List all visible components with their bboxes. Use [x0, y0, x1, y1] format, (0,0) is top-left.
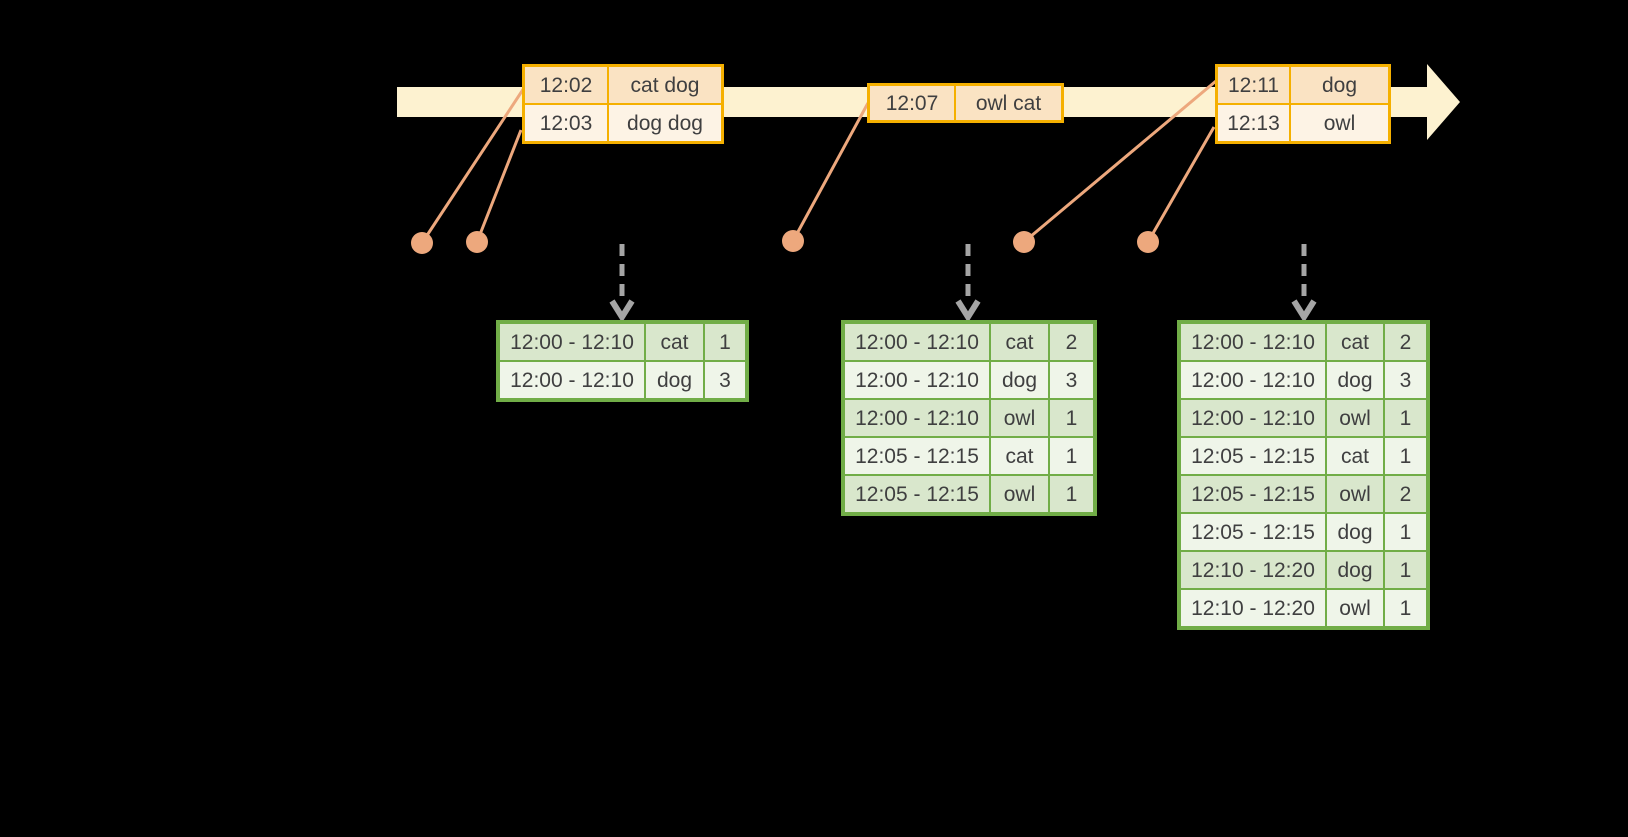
- table-cell: 2: [1385, 476, 1426, 512]
- table-cell: cat: [646, 324, 703, 360]
- table-cell: owl: [991, 400, 1048, 436]
- table-cell: cat: [1327, 438, 1383, 474]
- event-dot: [782, 230, 804, 252]
- table-cell: 12:02: [525, 67, 607, 103]
- connector-lines: [420, 79, 1217, 244]
- table-cell: owl: [1327, 590, 1383, 626]
- table-cell: dog: [991, 362, 1048, 398]
- connector-line: [791, 102, 870, 242]
- table-cell: 1: [1050, 476, 1093, 512]
- connector-line: [1146, 126, 1216, 243]
- table-cell: 3: [1385, 362, 1426, 398]
- connector-line: [475, 129, 523, 243]
- event-dot: [1137, 231, 1159, 253]
- table-cell: 12:05 - 12:15: [845, 438, 989, 474]
- table-cell: 3: [1050, 362, 1093, 398]
- table-cell: 1: [1385, 552, 1426, 588]
- table-cell: 1: [705, 324, 745, 360]
- table-cell: 12:05 - 12:15: [1181, 438, 1325, 474]
- table-cell: 12:05 - 12:15: [1181, 476, 1325, 512]
- down-arrow-icon: [1291, 299, 1317, 323]
- table-cell: 12:05 - 12:15: [1181, 514, 1325, 550]
- table-cell: dog: [1327, 552, 1383, 588]
- event-dot: [1013, 231, 1035, 253]
- connector-line: [1023, 79, 1217, 244]
- table-cell: 12:00 - 12:10: [1181, 324, 1325, 360]
- table-cell: 12:03: [525, 105, 607, 141]
- table-cell: 12:00 - 12:10: [845, 400, 989, 436]
- table-cell: dog: [1327, 514, 1383, 550]
- down-arrow-icon: [955, 299, 981, 323]
- table-cell: owl: [1291, 105, 1388, 141]
- down-arrow-icon: [609, 299, 635, 323]
- table-cell: owl: [1327, 400, 1383, 436]
- table-cell: 12:11: [1218, 67, 1289, 103]
- table-cell: owl: [991, 476, 1048, 512]
- table-cell: cat: [1327, 324, 1383, 360]
- timeline-arrowhead-icon: [1427, 64, 1460, 140]
- table-cell: owl: [1327, 476, 1383, 512]
- table-cell: 12:00 - 12:10: [1181, 400, 1325, 436]
- trigger-arrows: [609, 244, 1317, 323]
- table-cell: 2: [1050, 324, 1093, 360]
- table-cell: cat: [991, 438, 1048, 474]
- table-cell: dog: [646, 362, 703, 398]
- table-cell: 1: [1385, 438, 1426, 474]
- table-cell: 12:00 - 12:10: [500, 324, 644, 360]
- table-cell: dog dog: [609, 105, 721, 141]
- table-cell: 12:10 - 12:20: [1181, 590, 1325, 626]
- table-cell: 12:13: [1218, 105, 1289, 141]
- table-cell: 1: [1385, 590, 1426, 626]
- table-cell: owl cat: [956, 86, 1061, 120]
- table-cell: 3: [705, 362, 745, 398]
- table-cell: 1: [1050, 400, 1093, 436]
- table-cell: 12:00 - 12:10: [500, 362, 644, 398]
- table-cell: dog: [1327, 362, 1383, 398]
- table-cell: cat: [991, 324, 1048, 360]
- table-cell: 2: [1385, 324, 1426, 360]
- table-cell: 1: [1050, 438, 1093, 474]
- event-dot: [466, 231, 488, 253]
- event-dots: [411, 230, 1159, 254]
- table-cell: dog: [1291, 67, 1388, 103]
- table-cell: 12:05 - 12:15: [845, 476, 989, 512]
- connector-line: [420, 87, 526, 244]
- table-cell: 12:07: [870, 86, 954, 120]
- table-cell: 12:00 - 12:10: [845, 324, 989, 360]
- table-cell: 1: [1385, 514, 1426, 550]
- event-dot: [411, 232, 433, 254]
- table-cell: 12:10 - 12:20: [1181, 552, 1325, 588]
- table-cell: 1: [1385, 400, 1426, 436]
- table-cell: cat dog: [609, 67, 721, 103]
- table-cell: 12:00 - 12:10: [1181, 362, 1325, 398]
- table-cell: 12:00 - 12:10: [845, 362, 989, 398]
